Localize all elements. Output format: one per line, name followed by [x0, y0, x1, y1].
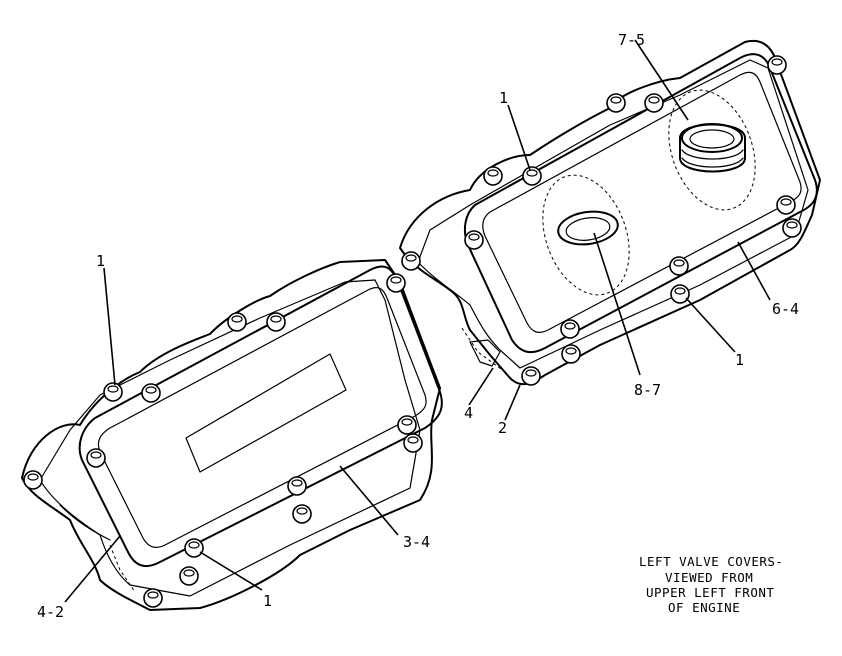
- caption-line-1: LEFT VALVE COVERS-: [639, 554, 783, 569]
- bolt-icon: [227, 312, 247, 332]
- bolt-icon: [776, 195, 796, 215]
- bolt-icon: [560, 319, 580, 339]
- bolt-icon: [522, 166, 542, 186]
- callout-right-top-bolt: 1: [499, 89, 508, 107]
- callout-left-gasket: 4-2: [37, 603, 64, 621]
- bolt-icon: [669, 256, 689, 276]
- bolt-icon: [561, 344, 581, 364]
- bolt-icon: [266, 312, 286, 332]
- bolt-icon: [103, 382, 123, 402]
- right-valve-cover-assembly: [399, 39, 821, 386]
- callout-left-bottom-bolt: 1: [263, 592, 272, 610]
- callout-right-seal: 2: [498, 419, 507, 437]
- caption-line-2: VIEWED FROM: [665, 570, 753, 585]
- left-cover-top: [97, 287, 427, 548]
- caption-line-4: OF ENGINE: [668, 600, 740, 615]
- bolt-icon: [670, 284, 690, 304]
- bolt-icon: [143, 588, 163, 608]
- callout-right-bottom-bolt: 1: [735, 351, 744, 369]
- bolt-icon: [483, 166, 503, 186]
- left-valve-cover-assembly: [21, 259, 443, 611]
- bolt-icon: [141, 383, 161, 403]
- oil-filler-cap-icon: [668, 89, 756, 211]
- bolt-icon: [644, 93, 664, 113]
- callout-oil-filler: 7-5: [618, 31, 645, 49]
- callout-left-cover: 3-4: [403, 533, 430, 551]
- left-gasket-lower-edge: [59, 504, 111, 541]
- bolt-icon: [782, 218, 802, 238]
- bolt-icon: [401, 251, 421, 271]
- right-gasket-outline: [399, 39, 821, 386]
- right-gasket-inner: [417, 59, 809, 369]
- left-gasket-outline: [21, 259, 441, 611]
- left-gasket-hidden-edge: [109, 544, 136, 593]
- caption-line-3: UPPER LEFT FRONT: [646, 585, 774, 600]
- left-cover-outline: [78, 265, 443, 568]
- callout-labels: 1 1 3-4 4-2 1 1 6-4 7-5 8-7 4 2: [37, 31, 799, 621]
- left-cover-bolts: [23, 273, 423, 608]
- bolt-icon: [287, 476, 307, 496]
- callout-right-gasket: 4: [464, 404, 473, 422]
- right-cover-outline: [463, 53, 818, 354]
- callout-left-top-bolt: 1: [96, 252, 105, 270]
- right-seal-bracket: [469, 339, 501, 367]
- bolt-icon: [397, 415, 417, 435]
- bolt-icon: [386, 273, 406, 293]
- bolt-icon: [292, 504, 312, 524]
- callout-breather: 8-7: [634, 381, 661, 399]
- leader-lines: [64, 39, 771, 603]
- bolt-icon: [86, 448, 106, 468]
- bolt-icon: [403, 433, 423, 453]
- callout-right-cover: 6-4: [772, 300, 799, 318]
- bolt-icon: [464, 230, 484, 250]
- bolt-icon: [521, 366, 541, 386]
- left-gasket-inner: [39, 279, 421, 597]
- view-caption: LEFT VALVE COVERS- VIEWED FROM UPPER LEF…: [639, 554, 783, 615]
- bolt-icon: [767, 55, 787, 75]
- bolt-icon: [606, 93, 626, 113]
- left-cover-label-plate: [185, 353, 347, 473]
- bolt-icon: [179, 566, 199, 586]
- bolt-icon: [23, 470, 43, 490]
- right-cover-bolts: [401, 55, 802, 386]
- bolt-icon: [184, 538, 204, 558]
- breather-cap-icon: [542, 174, 630, 296]
